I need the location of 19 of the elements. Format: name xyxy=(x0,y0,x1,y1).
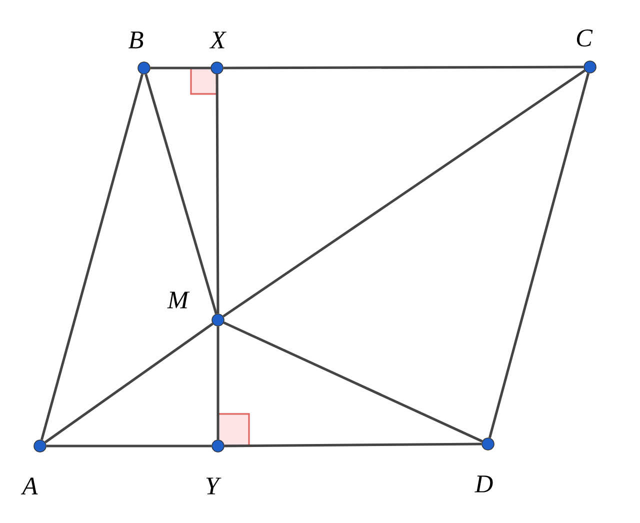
point-label: Y xyxy=(206,478,222,494)
line-segment xyxy=(216,74,220,314)
point-label: X xyxy=(209,32,227,48)
point-label: M xyxy=(167,292,190,308)
line-segment xyxy=(488,72,590,438)
line-segment xyxy=(150,66,211,70)
line-segment xyxy=(222,70,586,318)
line-segment xyxy=(40,74,144,440)
line-segment xyxy=(216,326,220,440)
line-segment xyxy=(144,74,218,314)
line-segment xyxy=(223,322,483,442)
point-label: A xyxy=(20,478,38,494)
point-label: D xyxy=(474,476,493,492)
point-label: C xyxy=(576,29,593,46)
line-segment xyxy=(224,442,482,448)
point-label: B xyxy=(128,32,144,48)
line-segment xyxy=(46,444,212,448)
line-segment xyxy=(223,66,584,70)
line-segment xyxy=(44,322,214,444)
